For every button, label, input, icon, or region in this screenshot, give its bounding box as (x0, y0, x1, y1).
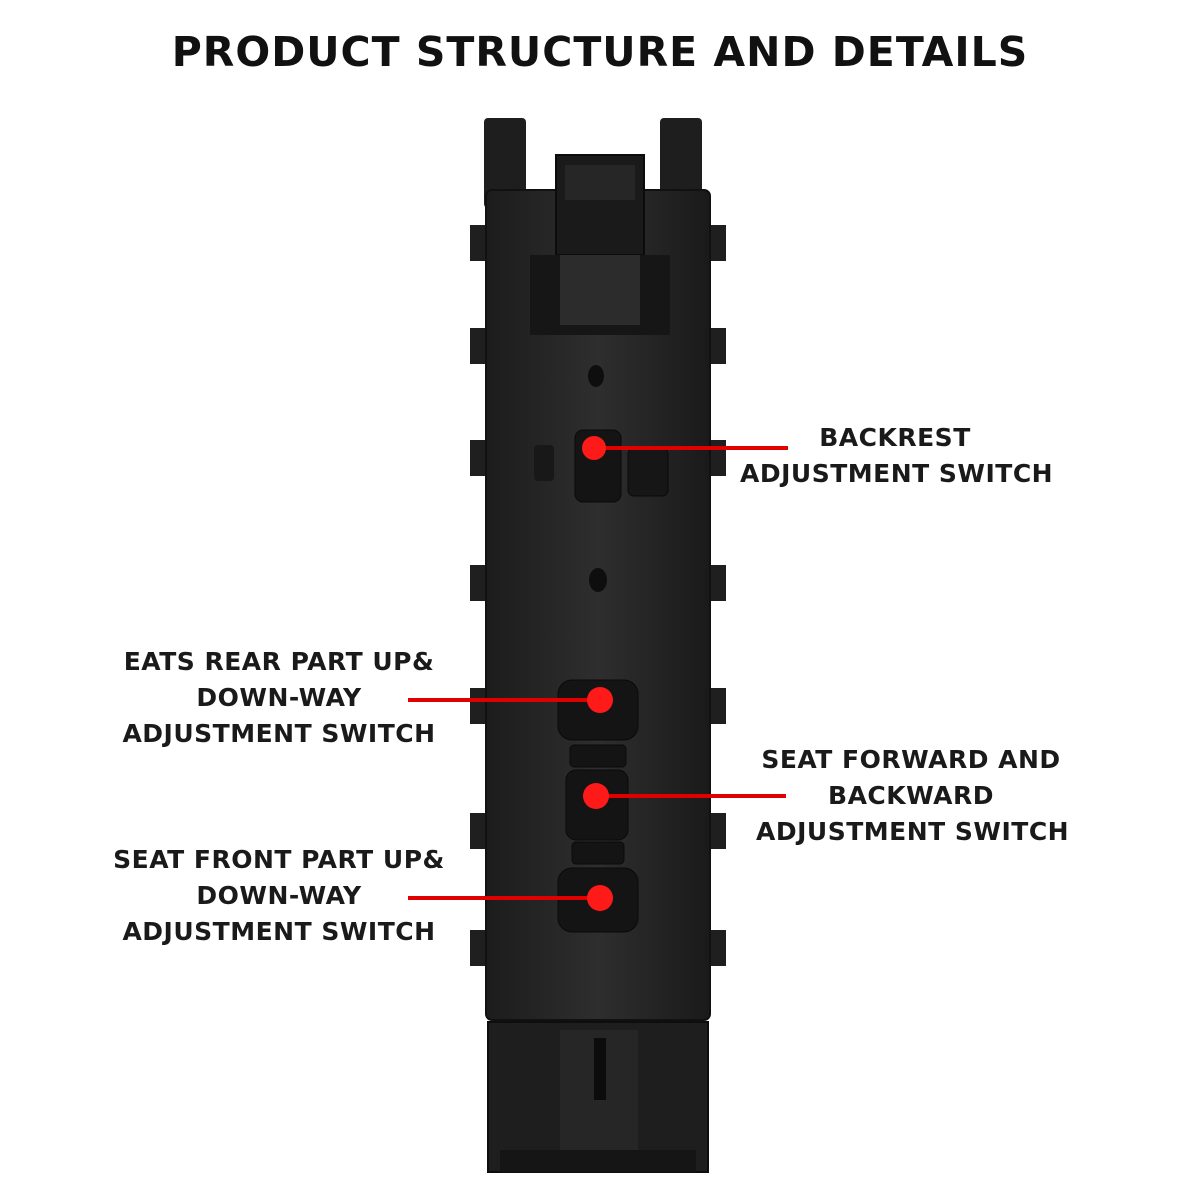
callout-rear-part: EATS REAR PART UP& DOWN-WAY ADJUSTMENT S… (110, 644, 448, 752)
callout-forward-backward-line: BACKWARD (828, 781, 994, 810)
screw-holes (588, 365, 607, 592)
marker-front-part (587, 885, 613, 911)
markers (582, 436, 613, 911)
callout-rear-part-line: EATS REAR PART UP& (123, 647, 435, 676)
callout-backrest-line: BACKREST (819, 423, 971, 452)
top-connector (530, 154, 670, 335)
top-clips (484, 118, 702, 208)
callout-forward-backward: SEAT FORWARD AND BACKWARD ADJUSTMENT SWI… (756, 742, 1070, 850)
callout-rear-part-line: DOWN-WAY (196, 683, 362, 712)
marker-backrest (582, 436, 606, 460)
callout-forward-backward-line: ADJUSTMENT SWITCH (756, 817, 1070, 846)
callout-front-part-line: DOWN-WAY (196, 881, 362, 910)
callout-backrest: BACKREST ADJUSTMENT SWITCH (740, 420, 1054, 492)
leader-lines (408, 446, 788, 900)
callout-backrest-line: ADJUSTMENT SWITCH (740, 459, 1054, 488)
callout-front-part-line: SEAT FRONT PART UP& (113, 845, 445, 874)
callout-forward-backward-line: SEAT FORWARD AND (761, 745, 1061, 774)
marker-rear-part (587, 687, 613, 713)
callout-front-part: SEAT FRONT PART UP& DOWN-WAY ADJUSTMENT … (108, 842, 450, 950)
bottom-connector (487, 1021, 709, 1173)
marker-forward-backward (583, 783, 609, 809)
callout-rear-part-line: ADJUSTMENT SWITCH (122, 719, 436, 748)
page-title: PRODUCT STRUCTURE AND DETAILS (171, 28, 1029, 76)
callout-front-part-line: ADJUSTMENT SWITCH (122, 917, 436, 946)
